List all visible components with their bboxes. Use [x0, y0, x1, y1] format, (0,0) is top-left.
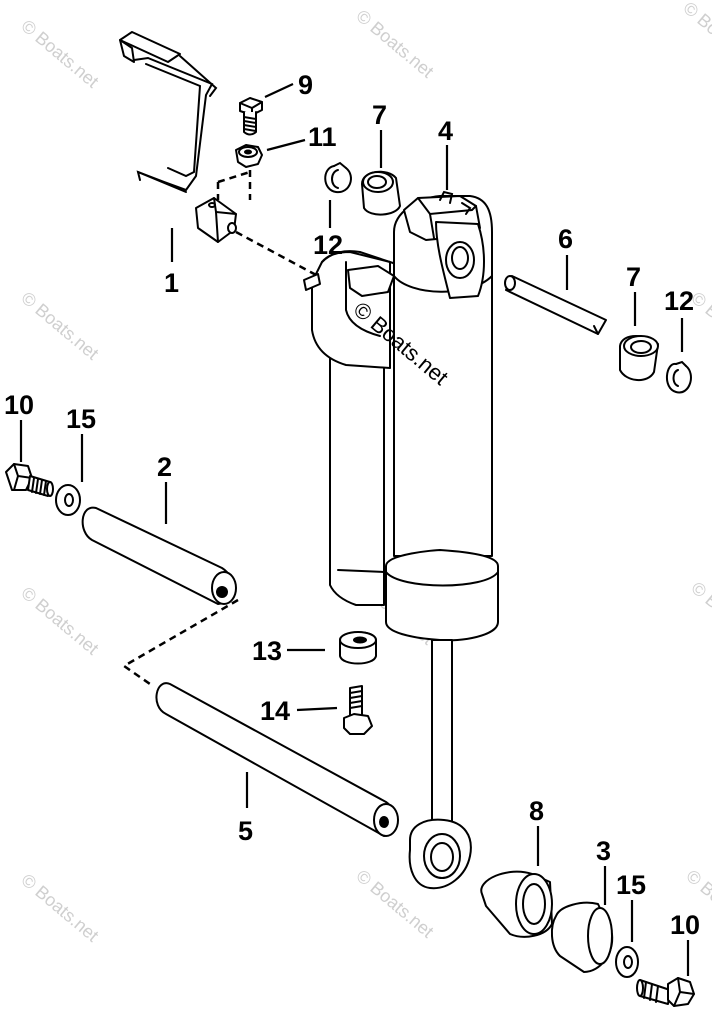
callout-3: 3: [596, 836, 611, 866]
part-5-tube: [155, 682, 399, 837]
part-7-bushing: [619, 335, 659, 381]
callout-15: 15: [616, 870, 646, 900]
callout-13: 13: [252, 636, 282, 666]
assembly-guide: [121, 598, 239, 686]
part-6-pin: [504, 275, 607, 335]
callout-leaders: [19, 83, 690, 976]
watermark: © Boats.net: [17, 870, 102, 946]
callout-5: 5: [238, 816, 253, 846]
part-10-bolt: [636, 977, 695, 1007]
watermark: © Boats.net: [679, 0, 712, 74]
part-15-washer: [615, 946, 639, 978]
part-2-spacer: [81, 506, 237, 605]
callout-6: 6: [558, 224, 573, 254]
callout-10: 10: [670, 910, 700, 940]
watermark: © Boats.net: [17, 16, 102, 92]
callout-8: 8: [529, 796, 544, 826]
part-14-screw: [343, 685, 373, 735]
part-11-nut: [235, 144, 263, 168]
callouts: 1 9 11 7 4 12 6 7 12 10 15 2 13 14 5 8 3…: [4, 70, 700, 940]
callout-9: 9: [298, 70, 313, 100]
cylinder-rear-body: [303, 250, 397, 606]
callout-14: 14: [260, 696, 290, 726]
watermark: © Boats.net: [687, 578, 712, 654]
part-4-cylinder[interactable]: [385, 190, 499, 890]
callout-15: 15: [66, 404, 96, 434]
callout-12: 12: [313, 230, 343, 260]
callout-10: 10: [4, 390, 34, 420]
part-10-bolt: [5, 463, 54, 497]
part-8-bushing: [480, 870, 553, 938]
watermark: © Boats.net: [352, 6, 437, 82]
part-7-bushing: [361, 170, 401, 216]
callout-7: 7: [372, 100, 387, 130]
part-3-sleeve: [550, 901, 614, 973]
watermark: © Boats.net: [17, 583, 102, 659]
callout-1: 1: [164, 268, 179, 298]
callout-11: 11: [308, 122, 337, 152]
part-12-snap-ring: [324, 161, 352, 194]
callout-4: 4: [438, 116, 453, 146]
callout-7: 7: [626, 262, 641, 292]
callout-12: 12: [664, 286, 694, 316]
part-9-bolt: [239, 97, 263, 136]
part-1-bracket: [119, 31, 237, 243]
callout-2: 2: [157, 452, 172, 482]
assembly-guide: [235, 230, 319, 278]
part-15-washer: [55, 484, 81, 516]
watermark: © Boats.net: [17, 288, 102, 364]
part-12-snap-ring: [666, 360, 692, 394]
part-13-nut: [339, 631, 377, 665]
assembly-guide: [217, 170, 251, 184]
